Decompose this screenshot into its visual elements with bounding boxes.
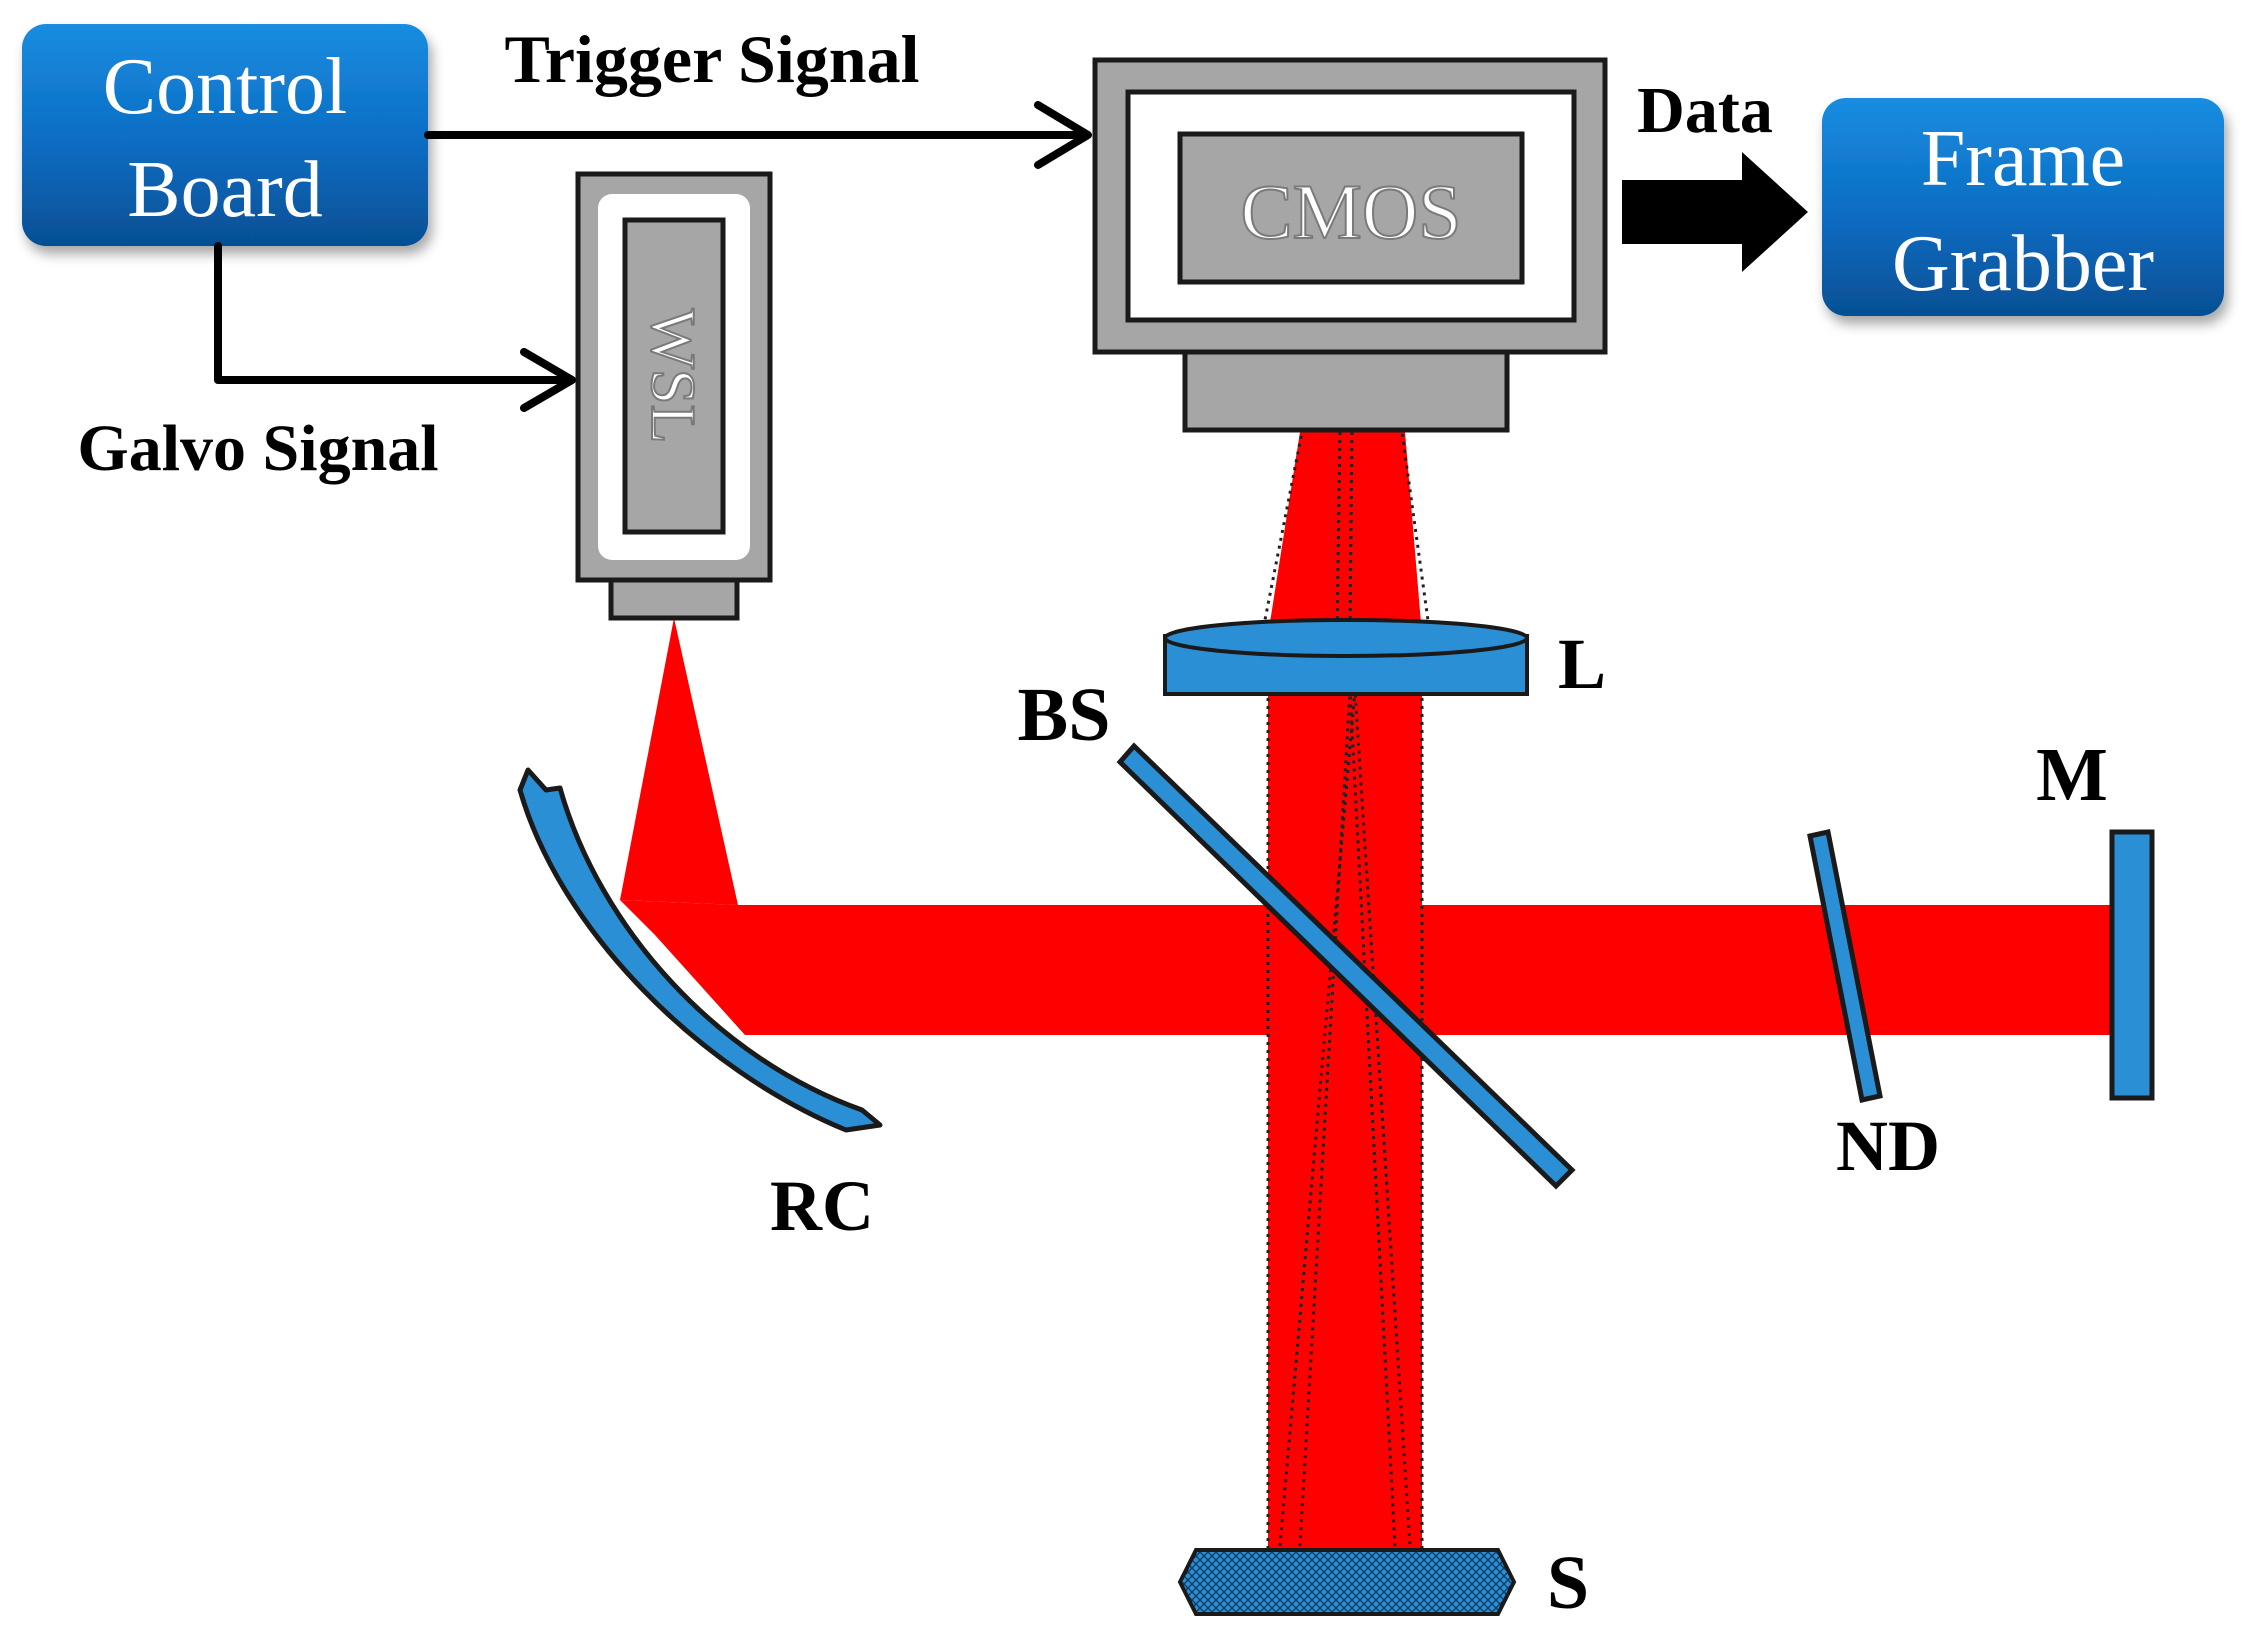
trigger-signal-arrow	[424, 101, 1092, 169]
frame-grabber-box	[1822, 98, 2224, 316]
lens-label: L	[1558, 624, 1606, 704]
mirror-m	[2109, 829, 2155, 1101]
wsl-light-source	[575, 171, 773, 621]
nd-label: ND	[1836, 1106, 1940, 1186]
imaging-beam-cone	[1268, 432, 1422, 635]
source-beam-cone	[620, 618, 738, 905]
beam-splitter	[1116, 742, 1576, 1190]
galvo-signal-arrow	[214, 242, 576, 412]
cmos-camera	[1092, 57, 1608, 433]
sample-label: S	[1547, 1541, 1589, 1625]
frame-grabber-label-line2: Grabber	[1892, 220, 2154, 308]
cmos-label: CMOS	[1240, 168, 1461, 255]
data-label: Data	[1637, 74, 1773, 147]
sample-s	[1177, 1548, 1517, 1616]
trigger-signal-label: Trigger Signal	[505, 21, 920, 97]
frame-grabber-label-line1: Frame	[1921, 115, 2125, 203]
beam-splitter-label: BS	[1018, 673, 1111, 757]
light-beams	[620, 432, 2118, 1550]
data-arrow	[1622, 152, 1808, 272]
lens-l	[1163, 618, 1529, 696]
galvo-signal-label: Galvo Signal	[77, 412, 438, 485]
rc-label: RC	[770, 1166, 874, 1246]
nd-filter	[1807, 829, 1883, 1103]
wsl-label: WSL	[638, 308, 709, 443]
control-board-box	[22, 24, 428, 246]
control-board-label-line1: Control	[103, 43, 347, 131]
control-board-label-line2: Board	[127, 146, 323, 234]
reflective-collimator	[517, 767, 883, 1133]
mirror-label: M	[2036, 733, 2108, 817]
sample-arm-beam	[1268, 690, 1422, 1550]
